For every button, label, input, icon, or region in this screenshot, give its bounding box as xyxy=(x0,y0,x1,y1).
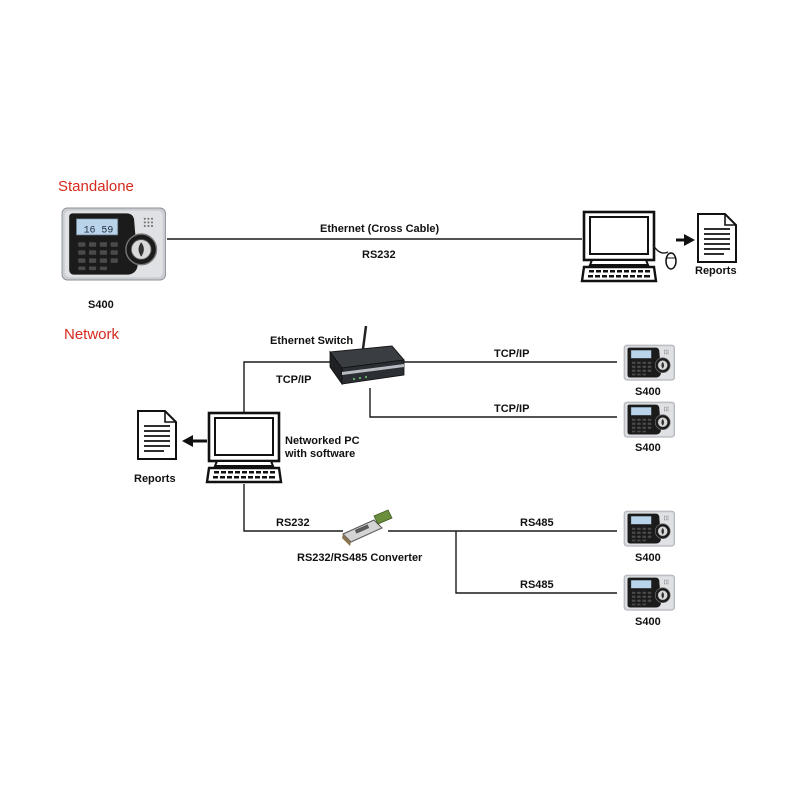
network-terminal-2 xyxy=(623,401,675,438)
standalone-computer xyxy=(580,210,658,283)
network-terminal-4 xyxy=(623,574,675,611)
converter-label: RS232/RS485 Converter xyxy=(297,552,423,564)
rs485-label-1: RS485 xyxy=(520,517,554,529)
terminal-icon xyxy=(623,574,675,611)
computer-icon xyxy=(580,210,658,283)
standalone-terminal: 16 59 xyxy=(61,207,167,281)
network-terminal-3 xyxy=(623,510,675,547)
pc-converter-link xyxy=(243,484,343,532)
pc-switch-link xyxy=(243,361,330,412)
terminal-icon xyxy=(61,207,167,281)
pc-label-line1: Networked PC xyxy=(285,435,360,447)
pc-label-line2: with software xyxy=(284,448,355,460)
switch-label: Ethernet Switch xyxy=(270,335,353,347)
rs485-label-2: RS485 xyxy=(520,579,554,591)
network-reports-label: Reports xyxy=(134,473,176,485)
converter-icon xyxy=(342,509,393,546)
terminal-2-label: S400 xyxy=(635,442,661,454)
standalone-terminal-label: S400 xyxy=(88,299,114,311)
terminal-1-label: S400 xyxy=(635,386,661,398)
network-heading: Network xyxy=(64,326,120,343)
standalone-heading: Standalone xyxy=(58,178,134,195)
terminal-4-label: S400 xyxy=(635,616,661,628)
tcpip-label-2: TCP/IP xyxy=(494,403,529,415)
standalone-report xyxy=(697,213,737,263)
switch-terminal2-link xyxy=(369,388,617,418)
terminal-icon xyxy=(623,401,675,438)
document-icon xyxy=(137,410,177,460)
rs232-label: RS232 xyxy=(276,517,310,529)
standalone-cable-rs232-label: RS232 xyxy=(362,249,396,261)
converter-terminal4-link xyxy=(455,531,617,594)
arrow-icon xyxy=(676,234,695,246)
tcpip-label-1: TCP/IP xyxy=(494,348,529,360)
arrow-icon xyxy=(182,435,207,447)
standalone-reports-label: Reports xyxy=(695,265,737,277)
networked-pc xyxy=(205,411,283,484)
standalone-cable-ethernet-label: Ethernet (Cross Cable) xyxy=(320,223,440,235)
terminal-icon xyxy=(623,344,675,381)
computer-icon xyxy=(205,411,283,484)
terminal-3-label: S400 xyxy=(635,552,661,564)
document-icon xyxy=(697,213,737,263)
router-icon xyxy=(329,325,405,386)
mouse-icon xyxy=(665,252,677,270)
mouse-cable xyxy=(652,244,669,254)
terminal-icon xyxy=(623,510,675,547)
pc-tcpip-label: TCP/IP xyxy=(276,374,311,386)
terminal-clock: 16 59 xyxy=(84,224,114,235)
network-terminal-1 xyxy=(623,344,675,381)
network-report xyxy=(137,410,177,460)
